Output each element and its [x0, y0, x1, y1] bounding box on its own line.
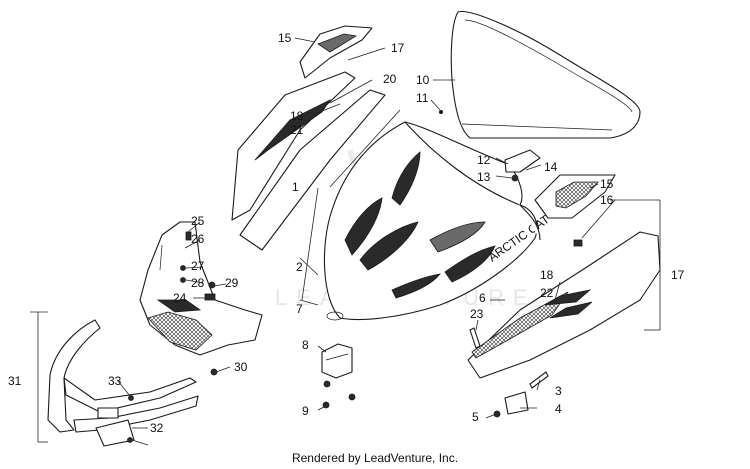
- callout-7: 7: [296, 302, 303, 316]
- render-credit: Rendered by LeadVenture, Inc.: [291, 451, 459, 465]
- fasteners: [469, 327, 549, 418]
- hood-hinges: [321, 343, 356, 409]
- callout-6: 6: [479, 291, 486, 305]
- callout-16: 16: [600, 193, 614, 207]
- callout-24: 25: [191, 214, 205, 228]
- callout-14: 14: [544, 160, 558, 174]
- callout-17-right: 17: [671, 268, 685, 282]
- callout-8: 8: [302, 338, 309, 352]
- callout-11: 11: [416, 91, 429, 105]
- callout-32: 32: [150, 421, 164, 435]
- upper-vent-cover: [299, 25, 373, 79]
- callout-9: 9: [302, 404, 309, 418]
- callout-1: 1: [292, 180, 299, 194]
- callout-5: 5: [472, 410, 479, 424]
- callout-15-right: 15: [600, 177, 614, 191]
- callout-13: 13: [477, 170, 491, 184]
- leader-lines: [30, 37, 661, 446]
- callout-3: 3: [555, 384, 562, 398]
- callout-12: 12: [477, 153, 491, 167]
- hood-cowl: [404, 121, 541, 241]
- callout-15-top: 15: [278, 31, 292, 45]
- front-bumper: [47, 319, 199, 447]
- hood: ARCTIC CAT: [323, 121, 553, 321]
- callout-4: 4: [555, 402, 562, 416]
- callout-26: 27: [191, 259, 205, 273]
- callout-29: 30: [234, 360, 248, 374]
- windshield: [439, 10, 641, 139]
- callout-22: 23: [470, 307, 484, 321]
- callout-20: 21: [290, 123, 304, 137]
- callout-10: 10: [416, 73, 430, 87]
- callout-19: 20: [383, 72, 397, 86]
- callout-2: 2: [296, 260, 303, 274]
- callout-27: 28: [191, 276, 205, 290]
- callout-18-top: 18: [290, 109, 304, 123]
- callout-33: 33: [108, 374, 122, 388]
- callouts: 15 17 20 18 21 10 11 1 2 7 12 13 14 15 1…: [8, 31, 685, 435]
- nose-cone: [139, 221, 263, 376]
- callout-18-right: 18: [540, 268, 554, 282]
- callout-17-top: 17: [391, 41, 405, 55]
- callout-21: 22: [540, 286, 554, 300]
- callout-25: 26: [191, 232, 205, 246]
- callout-30: 31: [8, 374, 22, 388]
- callout-28: 29: [225, 276, 239, 290]
- left-side-panel: [231, 71, 386, 251]
- windshield-bracket: [504, 149, 541, 182]
- callout-23: 24: [173, 291, 187, 305]
